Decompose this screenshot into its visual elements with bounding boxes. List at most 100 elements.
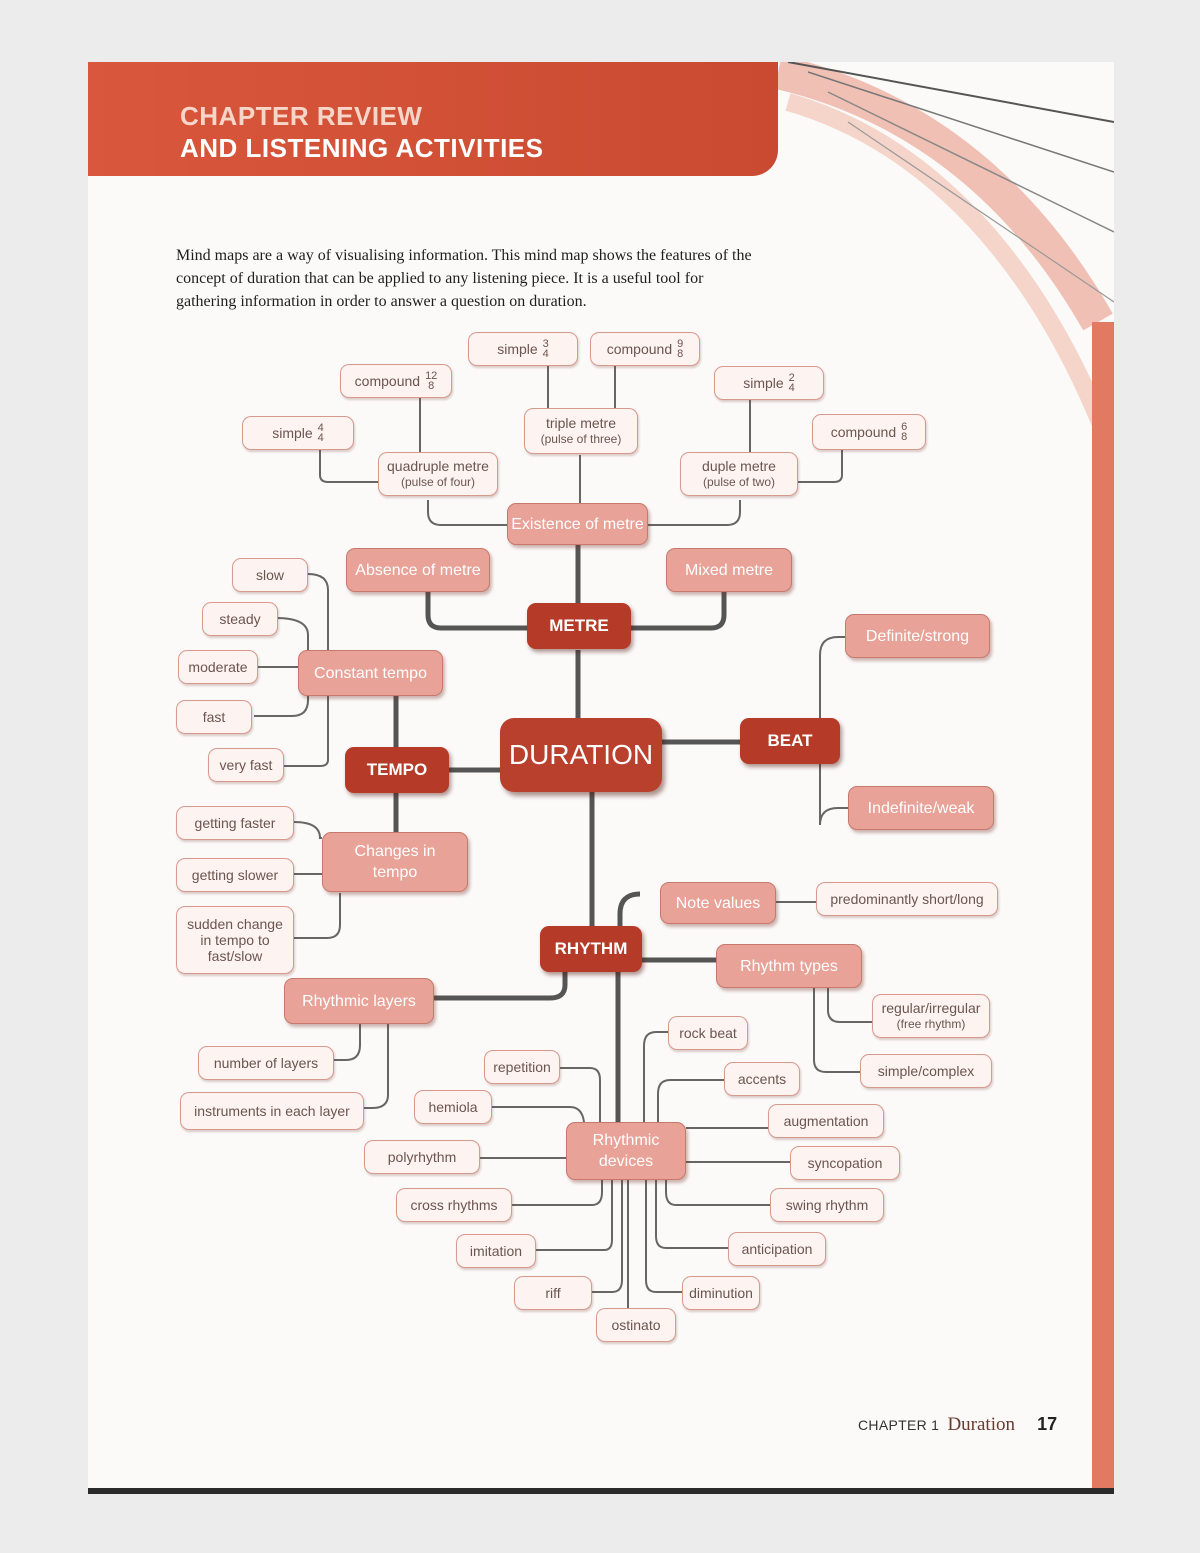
sudden-line2: in tempo to <box>200 932 270 948</box>
ts-num: 3 <box>542 338 549 350</box>
node-duration: DURATION <box>500 718 662 792</box>
compound-12-8-label: compound <box>354 373 421 389</box>
textbook-page: CHAPTER REVIEW AND LISTENING ACTIVITIES … <box>88 62 1114 1494</box>
page-footer: CHAPTER 1 Duration 17 <box>858 1414 1057 1436</box>
sudden-line3: fast/slow <box>207 948 263 964</box>
devices-line2: devices <box>598 1153 654 1170</box>
node-rhythm-types: Rhythm types <box>716 944 862 988</box>
chapter-header-title: CHAPTER REVIEW AND LISTENING ACTIVITIES <box>180 100 544 164</box>
node-getting-slower: getting slower <box>176 858 294 892</box>
ts-num: 12 <box>425 370 438 382</box>
duple-line1: duple metre <box>702 458 776 474</box>
changes-line2: tempo <box>372 864 418 881</box>
node-constant-tempo: Constant tempo <box>298 650 443 696</box>
node-diminution: diminution <box>682 1276 760 1310</box>
ts-num: 2 <box>788 372 795 384</box>
quadruple-line2: (pulse of four) <box>400 475 476 489</box>
node-absence-of-metre: Absence of metre <box>346 548 490 592</box>
ts-den: 4 <box>788 382 795 394</box>
devices-line1: Rhythmic <box>592 1132 660 1149</box>
node-existence-of-metre: Existence of metre <box>507 503 648 545</box>
ts-den: 4 <box>542 348 549 360</box>
node-accents: accents <box>724 1062 800 1096</box>
node-metre: METRE <box>527 603 631 649</box>
node-tempo: TEMPO <box>345 747 449 793</box>
ts-den: 8 <box>677 348 684 360</box>
node-tempo-fast: fast <box>176 700 252 734</box>
node-indefinite-weak: Indefinite/weak <box>848 786 994 830</box>
node-rhythm: RHYTHM <box>540 926 642 972</box>
chapter-header-band <box>88 62 778 176</box>
node-cross-rhythms: cross rhythms <box>396 1188 512 1222</box>
simple-2-4-label: simple <box>743 375 784 391</box>
node-tempo-moderate: moderate <box>178 650 258 684</box>
node-mixed-metre: Mixed metre <box>666 548 792 592</box>
node-duple-metre: duple metre (pulse of two) <box>680 452 798 496</box>
node-changes-in-tempo: Changes in tempo <box>322 832 468 892</box>
footer-title: Duration <box>947 1414 1015 1435</box>
header-line-1: CHAPTER REVIEW <box>180 101 423 131</box>
header-line-2: AND LISTENING ACTIVITIES <box>180 133 544 163</box>
node-hemiola: hemiola <box>414 1090 492 1124</box>
triple-line1: triple metre <box>545 415 617 431</box>
node-rhythmic-layers: Rhythmic layers <box>284 978 434 1024</box>
node-regular-irregular: regular/irregular (free rhythm) <box>872 994 990 1038</box>
triple-line2: (pulse of three) <box>540 432 622 446</box>
intro-paragraph: Mind maps are a way of visualising infor… <box>176 247 752 310</box>
node-anticipation: anticipation <box>728 1232 826 1266</box>
node-rhythmic-devices: Rhythmic devices <box>566 1122 686 1180</box>
duple-line2: (pulse of two) <box>702 475 776 489</box>
node-rock-beat: rock beat <box>668 1016 748 1050</box>
ts-den: 8 <box>428 380 435 392</box>
quadruple-line1: quadruple metre <box>387 458 489 474</box>
node-beat: BEAT <box>740 718 840 764</box>
compound-6-8-label: compound <box>830 424 897 440</box>
node-tempo-very-fast: very fast <box>208 748 284 782</box>
changes-line1: Changes in <box>354 843 436 860</box>
ts-num: 6 <box>901 421 908 433</box>
node-quadruple-metre: quadruple metre (pulse of four) <box>378 452 498 496</box>
node-note-values: Note values <box>660 882 776 924</box>
simple-4-4-label: simple <box>272 425 313 441</box>
node-imitation: imitation <box>456 1234 536 1268</box>
node-riff: riff <box>514 1276 592 1310</box>
node-number-of-layers: number of layers <box>198 1046 334 1080</box>
node-predominantly-short-long: predominantly short/long <box>816 882 998 916</box>
ts-den: 4 <box>317 432 324 444</box>
node-instruments-in-each-layer: instruments in each layer <box>180 1092 364 1130</box>
compound-9-8-label: compound <box>606 341 673 357</box>
page-number: 17 <box>1037 1414 1058 1434</box>
node-repetition: repetition <box>484 1050 560 1084</box>
decorative-swoosh <box>774 62 1114 446</box>
node-augmentation: augmentation <box>768 1104 884 1138</box>
ts-num: 9 <box>677 338 684 350</box>
sudden-line1: sudden change <box>187 916 283 932</box>
ts-num: 4 <box>317 422 324 434</box>
node-ostinato: ostinato <box>596 1308 676 1342</box>
regular-line1: regular/irregular <box>881 1000 981 1016</box>
node-triple-metre: triple metre (pulse of three) <box>524 408 638 454</box>
regular-line2: (free rhythm) <box>896 1017 966 1031</box>
footer-chapter: CHAPTER 1 <box>858 1417 940 1433</box>
node-definite-strong: Definite/strong <box>845 614 990 658</box>
node-simple-complex: simple/complex <box>860 1054 992 1088</box>
simple-3-4-label: simple <box>497 341 538 357</box>
node-syncopation: syncopation <box>790 1146 900 1180</box>
node-swing-rhythm: swing rhythm <box>770 1188 884 1222</box>
page-edge-strip <box>1092 322 1114 1488</box>
node-tempo-slow: slow <box>232 558 308 592</box>
node-polyrhythm: polyrhythm <box>364 1140 480 1174</box>
node-getting-faster: getting faster <box>176 806 294 840</box>
ts-den: 8 <box>901 431 908 443</box>
